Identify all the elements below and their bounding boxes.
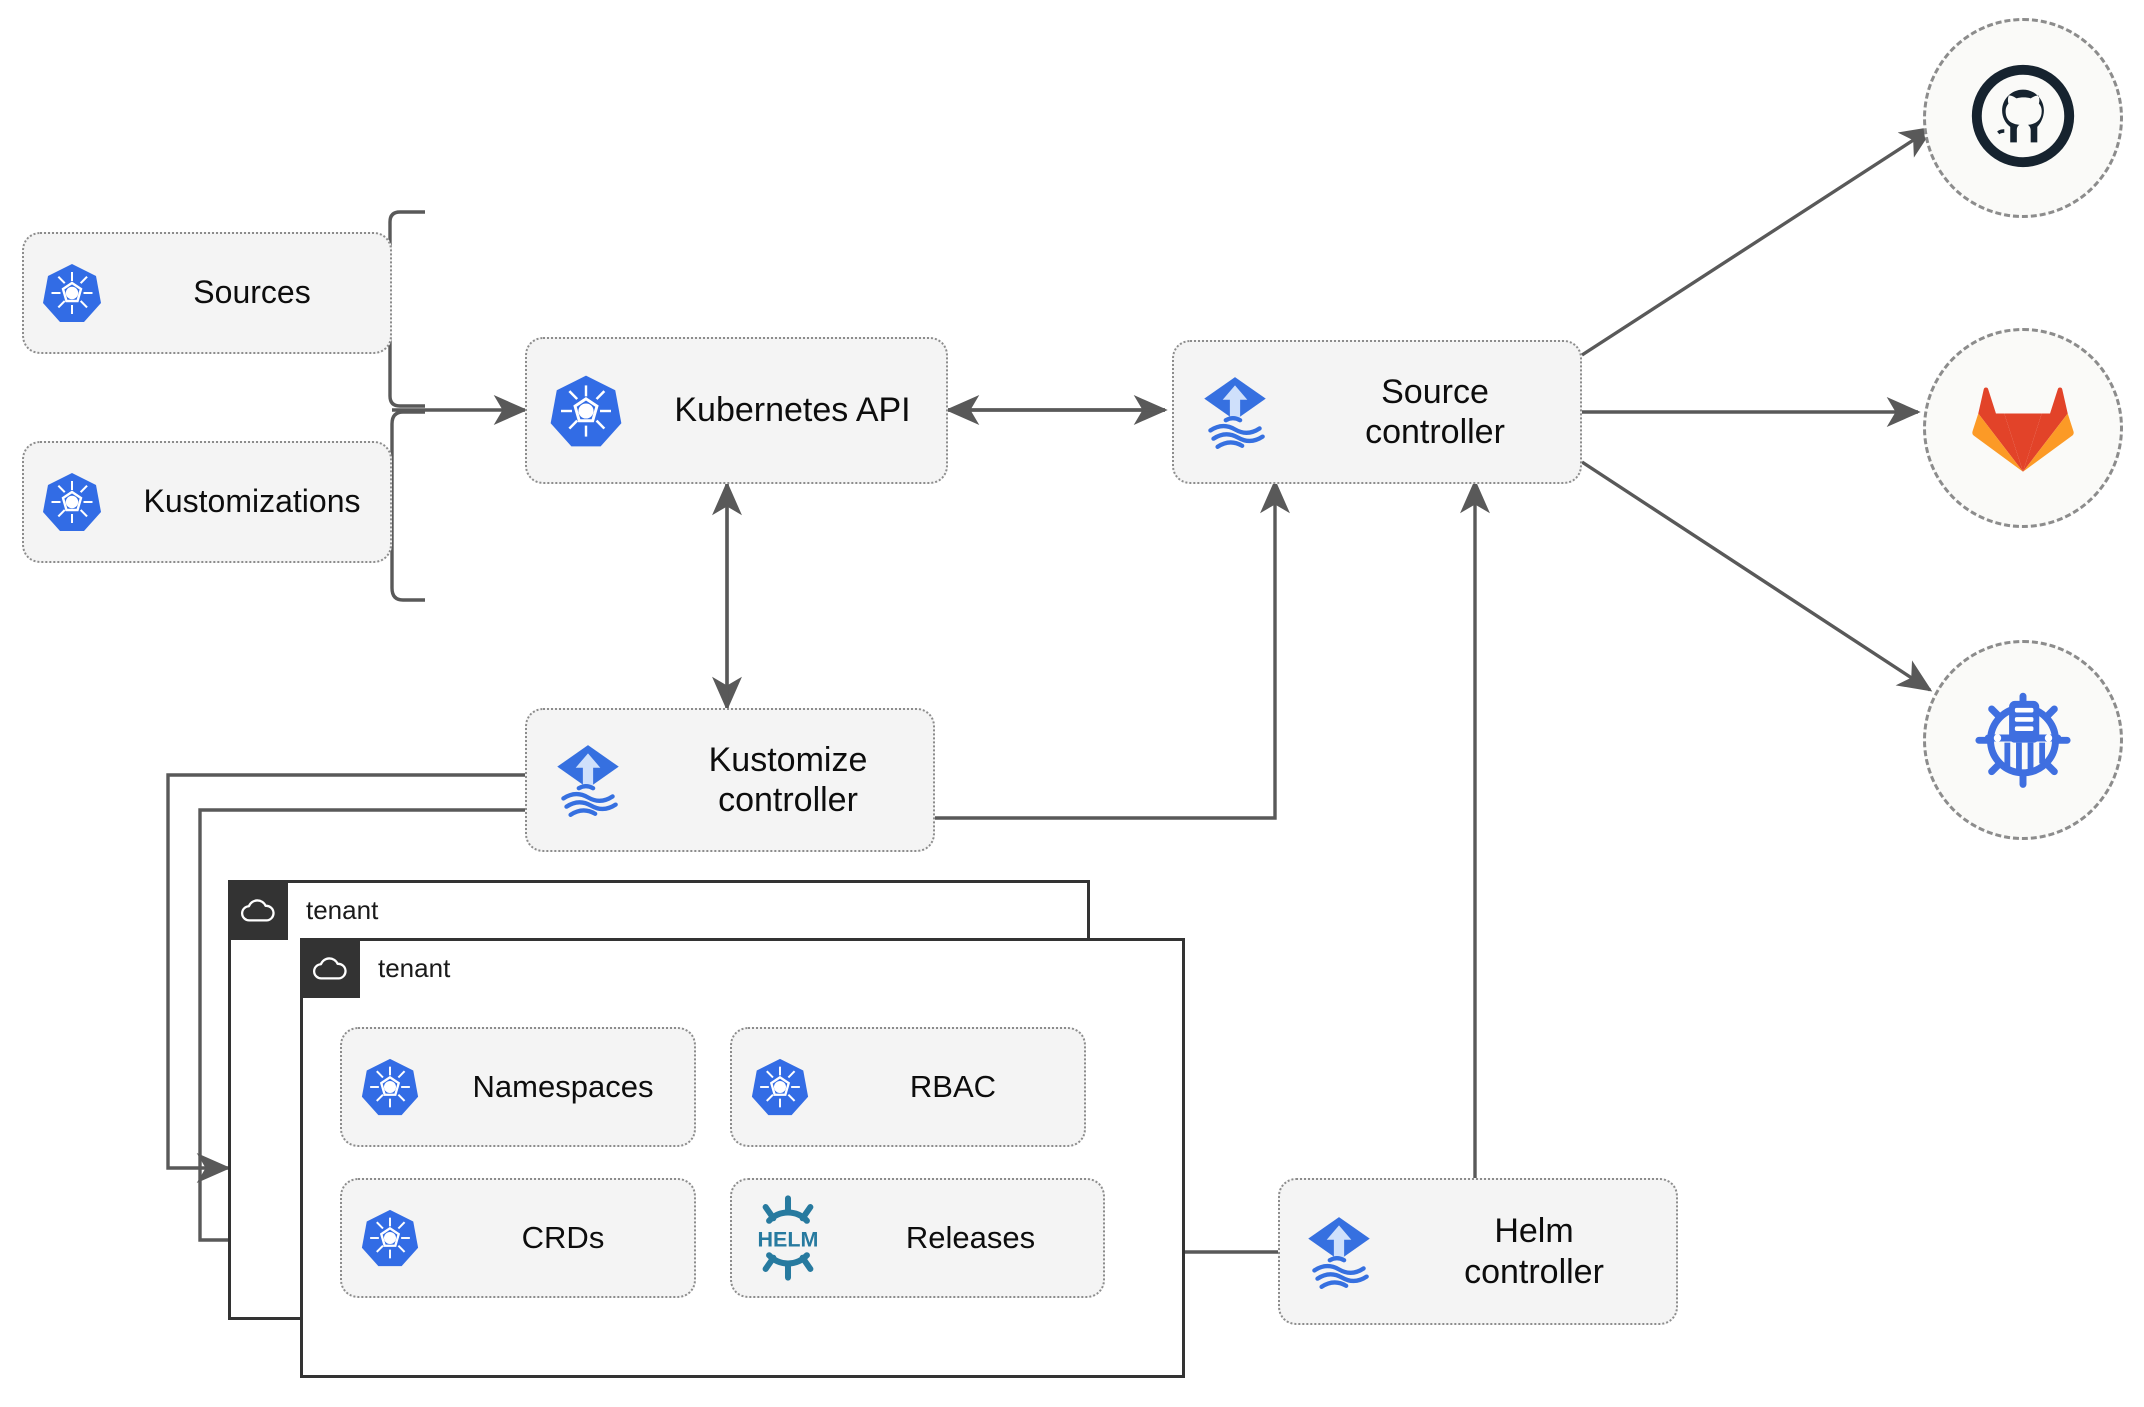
resource-card-sources[interactable]: Sources (22, 232, 392, 354)
helm-repository-icon (1965, 680, 2081, 801)
tenant-resource-namespaces[interactable]: Namespaces (340, 1027, 696, 1147)
tenant-resource-releases[interactable]: HELM Releases (730, 1178, 1105, 1298)
github-icon (1968, 61, 2078, 176)
helm-icon: HELM (732, 1178, 844, 1298)
tenant-resource-label: Releases (905, 1219, 1036, 1255)
gitlab-icon (1971, 376, 2075, 481)
provider-gitlab[interactable] (1923, 328, 2123, 528)
node-kustomize-controller[interactable]: Kustomize controller (525, 708, 935, 852)
flux-icon (1280, 1178, 1398, 1325)
tenant-container-front[interactable]: tenant (300, 938, 1185, 1378)
kubernetes-icon (24, 232, 120, 354)
provider-helm-repository[interactable] (1923, 640, 2123, 840)
tenant-resource-rbac[interactable]: RBAC (730, 1027, 1086, 1147)
kubernetes-icon (342, 1178, 438, 1298)
tenant-resource-label: Namespaces (472, 1068, 654, 1104)
cloud-icon (228, 880, 288, 940)
tenant-resource-crds[interactable]: CRDs (340, 1178, 696, 1298)
kubernetes-icon (732, 1027, 828, 1147)
resource-label: Kustomizations (143, 483, 361, 520)
node-label: Helm controller (1464, 1212, 1604, 1291)
tenant-header: tenant (300, 938, 450, 998)
node-helm-controller[interactable]: Helm controller (1278, 1178, 1678, 1325)
tenant-header: tenant (228, 880, 378, 940)
flux-icon (1174, 340, 1296, 484)
helm-wordmark: HELM (758, 1228, 819, 1252)
node-label: Kubernetes API (674, 391, 911, 430)
tenant-resource-label: RBAC (909, 1068, 997, 1104)
resource-card-kustomizations[interactable]: Kustomizations (22, 441, 392, 563)
tenant-label: tenant (378, 952, 451, 983)
tenant-label: tenant (306, 894, 379, 925)
cloud-icon (300, 938, 360, 998)
kubernetes-icon (24, 441, 120, 563)
provider-github[interactable] (1923, 18, 2123, 218)
node-label: Source controller (1365, 372, 1505, 451)
node-label: Kustomize controller (708, 740, 868, 819)
tenant-resource-label: CRDs (521, 1219, 605, 1255)
node-source-controller[interactable]: Source controller (1172, 340, 1582, 484)
resource-label: Sources (193, 274, 311, 311)
kubernetes-icon (527, 337, 645, 484)
flux-icon (527, 708, 649, 852)
kubernetes-icon (342, 1027, 438, 1147)
node-kubernetes-api[interactable]: Kubernetes API (525, 337, 948, 484)
